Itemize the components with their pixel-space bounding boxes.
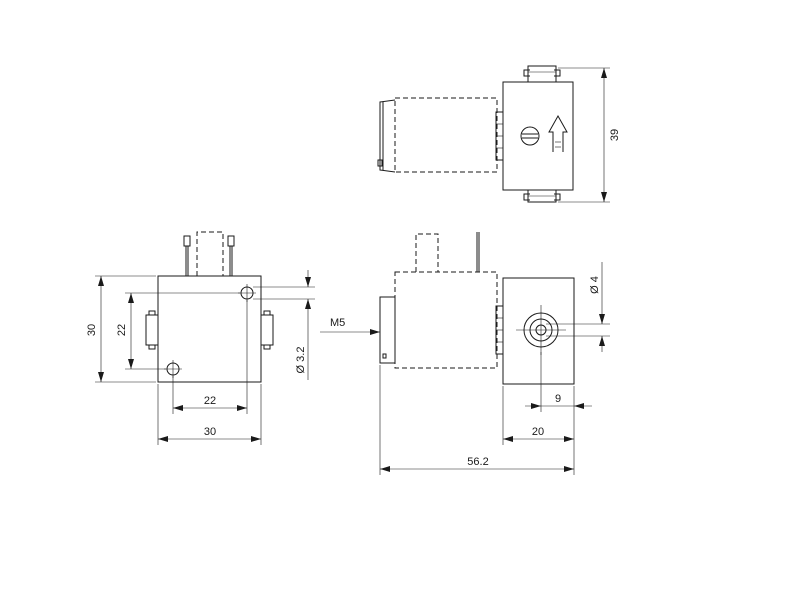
front-view: 30 22 22 30: [86, 231, 315, 445]
front-view-connector: [183, 231, 235, 276]
dim-front-hole-dia: Ø 3.2: [253, 270, 315, 380]
dim-front-inner-height-label: 22: [116, 324, 128, 336]
dim-front-width-label: 30: [204, 426, 216, 438]
dim-front-hole-dia-label: Ø 3.2: [295, 347, 307, 374]
top-view-coil-outline: [394, 97, 498, 173]
dim-overall-length: 56.2: [379, 365, 575, 475]
dim-side-port-dia: Ø 4: [546, 262, 610, 352]
port-thread-label: M5: [330, 317, 345, 329]
dim-top-height-label: 39: [609, 129, 621, 141]
front-view-fitting-right: [260, 310, 274, 350]
dim-side-port-offset-label: 9: [555, 393, 561, 405]
front-view-body: [157, 275, 262, 383]
dim-overall-length-label: 56.2: [467, 456, 488, 468]
top-view-fitting-top: [523, 65, 561, 83]
dim-side-body-width-label: 20: [532, 426, 544, 438]
side-view-connector-outline: [415, 233, 439, 272]
side-view: M5 Ø 4 9 20: [320, 232, 610, 475]
dim-front-hole-span-label: 22: [204, 395, 216, 407]
side-view-coil-outline: [394, 271, 498, 369]
flow-arrow-icon: [548, 114, 568, 152]
top-view-screw: [520, 126, 540, 146]
dim-side-port-offset: 9: [525, 352, 592, 412]
top-view-connector: [379, 99, 396, 173]
dim-front-inner-height: 22: [116, 292, 240, 370]
top-view-fitting-bottom: [523, 189, 561, 203]
top-view: 39: [377, 65, 621, 203]
dim-front-width: 30: [157, 384, 262, 445]
side-view-body: [502, 277, 575, 385]
dim-side-port-dia-label: Ø 4: [589, 276, 601, 294]
front-view-fitting-left: [145, 310, 159, 350]
port-thread-callout: M5: [320, 317, 380, 335]
dim-front-height: 30: [86, 275, 156, 383]
dim-top-height: 39: [558, 67, 621, 203]
dim-front-hole-span: 22: [172, 300, 248, 414]
side-view-port: [516, 305, 566, 355]
dim-front-height-label: 30: [86, 324, 98, 336]
side-view-connector: [379, 296, 396, 364]
dim-side-body-width: 20: [502, 386, 575, 445]
